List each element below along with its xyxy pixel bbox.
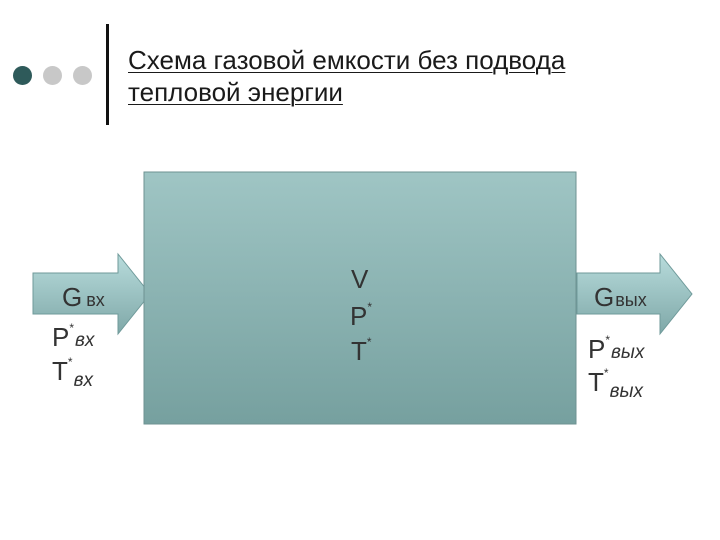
decor-dot-light-1 — [43, 66, 62, 85]
tank-volume-label: V — [351, 264, 369, 294]
outlet-temperature-label: T*вых — [588, 366, 643, 402]
outlet-pressure-label: P*вых — [588, 333, 645, 364]
outlet-arrow — [576, 252, 693, 336]
slide-title: Схема газовой емкости без подвода теплов… — [128, 44, 708, 108]
gas-tank — [143, 171, 577, 425]
tank-temperature-label: T* — [351, 335, 372, 366]
inlet-pressure-label: P*вх — [52, 321, 95, 352]
outlet-flow-label: Gвых — [594, 282, 647, 312]
title-line-2: тепловой энергии — [128, 77, 343, 107]
inlet-temperature-label: T*вх — [52, 355, 93, 391]
header-divider — [106, 24, 109, 125]
decor-dot-dark — [13, 66, 32, 85]
tank-pressure-label: P* — [350, 300, 373, 331]
decor-dot-light-2 — [73, 66, 92, 85]
inlet-arrow — [32, 252, 151, 336]
title-line-1: Схема газовой емкости без подвода — [128, 45, 566, 75]
